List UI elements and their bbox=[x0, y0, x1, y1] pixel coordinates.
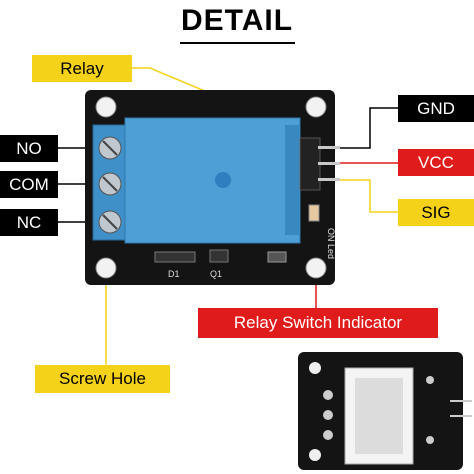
on-led bbox=[308, 204, 320, 222]
transistor bbox=[209, 249, 229, 263]
label-no: NO bbox=[0, 135, 58, 162]
label-com: COM bbox=[0, 171, 58, 198]
sig-leader bbox=[330, 179, 398, 213]
relay-body bbox=[124, 117, 301, 244]
pcb-led-label: ON Led bbox=[326, 228, 336, 259]
diagram-title: DETAIL bbox=[180, 4, 294, 37]
label-sig: SIG bbox=[398, 199, 474, 226]
relay-indent-dot bbox=[215, 172, 231, 188]
screw-hole-top-right bbox=[305, 96, 327, 118]
label-screw-hole: Screw Hole bbox=[35, 365, 170, 393]
label-nc: NC bbox=[0, 209, 58, 236]
pcb-transistor-label: Q1 bbox=[210, 269, 222, 279]
screw-hole-bottom-left bbox=[95, 257, 117, 279]
title-underline bbox=[180, 42, 295, 44]
diode bbox=[154, 251, 196, 263]
label-gnd: GND bbox=[398, 95, 474, 122]
label-relay-switch-indicator: Relay Switch Indicator bbox=[198, 308, 438, 338]
gnd-leader bbox=[320, 107, 398, 149]
resistor bbox=[267, 251, 287, 263]
label-vcc: VCC bbox=[398, 149, 474, 176]
pcb-board: ON Led D1 Q1 bbox=[85, 90, 340, 285]
label-relay: Relay bbox=[32, 55, 132, 82]
screw-hole-top-left bbox=[95, 96, 117, 118]
header-pins bbox=[299, 137, 340, 191]
pcb-back-inset bbox=[298, 352, 472, 470]
pcb-diode-label: D1 bbox=[168, 269, 180, 279]
screw-hole-bottom-right bbox=[305, 257, 327, 279]
